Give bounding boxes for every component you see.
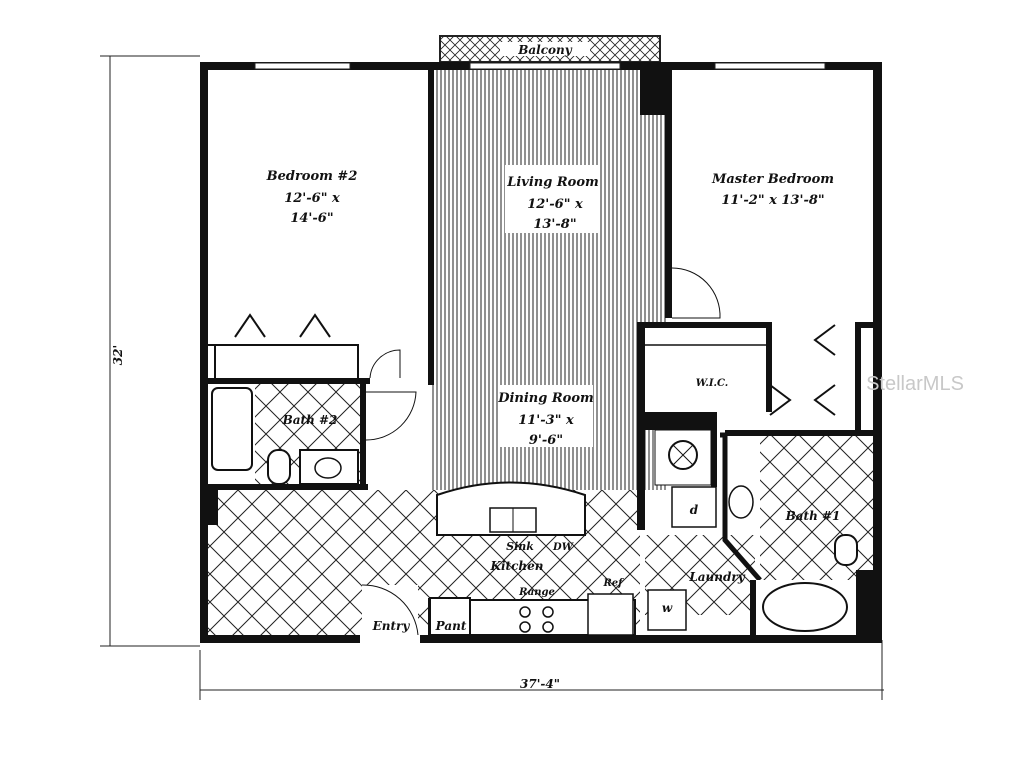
height-dimension: 32' bbox=[111, 345, 125, 365]
svg-text:14'-6": 14'-6" bbox=[290, 211, 333, 226]
bedroom2-label: Bedroom #2 bbox=[266, 169, 358, 184]
bath2-toilet bbox=[267, 449, 291, 485]
watermark: StellarMLS bbox=[866, 373, 964, 395]
balcony-label: Balcony bbox=[517, 43, 573, 57]
dw-label: DW bbox=[552, 542, 575, 553]
svg-text:w: w bbox=[662, 601, 673, 615]
svg-text:11'-2" x 13'-8": 11'-2" x 13'-8" bbox=[721, 193, 824, 208]
room-labels: Bedroom #2 12'-6" x 14'-6" Living Room 1… bbox=[266, 169, 841, 633]
svg-text:9'-6": 9'-6" bbox=[529, 433, 563, 448]
dining-room-label: Dining Room bbox=[497, 391, 594, 406]
dryer bbox=[671, 486, 717, 528]
bath2-tub bbox=[211, 387, 253, 471]
kitchen-label: Kitchen bbox=[490, 559, 544, 573]
living-room-label: Living Room bbox=[506, 175, 599, 190]
pantry-label: Pant bbox=[435, 619, 467, 633]
ref-label: Ref bbox=[603, 578, 625, 589]
entry-label: Entry bbox=[372, 619, 411, 633]
laundry-label: Laundry bbox=[688, 570, 745, 584]
bath2-label: Bath #2 bbox=[282, 413, 338, 427]
range-label: Range bbox=[518, 587, 555, 598]
dimension-lines bbox=[100, 55, 884, 700]
svg-text:11'-3" x: 11'-3" x bbox=[518, 413, 574, 428]
svg-text:12'-6" x: 12'-6" x bbox=[284, 191, 340, 206]
entry bbox=[362, 585, 418, 635]
bath1-toilet bbox=[834, 534, 858, 566]
walk-in-closet bbox=[645, 328, 766, 412]
sink-label: Sink bbox=[506, 540, 534, 553]
wic-label: W.I.C. bbox=[696, 378, 729, 389]
windows bbox=[254, 62, 826, 70]
pantry bbox=[429, 597, 471, 636]
svg-text:d: d bbox=[690, 503, 699, 517]
bath1-tub bbox=[762, 582, 848, 632]
bath1-label: Bath #1 bbox=[785, 509, 841, 523]
refrigerator bbox=[587, 593, 634, 636]
svg-text:12'-6" x: 12'-6" x bbox=[527, 197, 583, 212]
svg-text:13'-8": 13'-8" bbox=[533, 217, 576, 232]
range-burners-icon bbox=[519, 606, 554, 633]
bedroom2-closet bbox=[208, 313, 401, 379]
master-bedroom-label: Master Bedroom bbox=[711, 172, 834, 187]
width-dimension: 37'-4" bbox=[520, 677, 560, 691]
bath1-sink bbox=[728, 485, 754, 519]
washer bbox=[647, 589, 687, 631]
